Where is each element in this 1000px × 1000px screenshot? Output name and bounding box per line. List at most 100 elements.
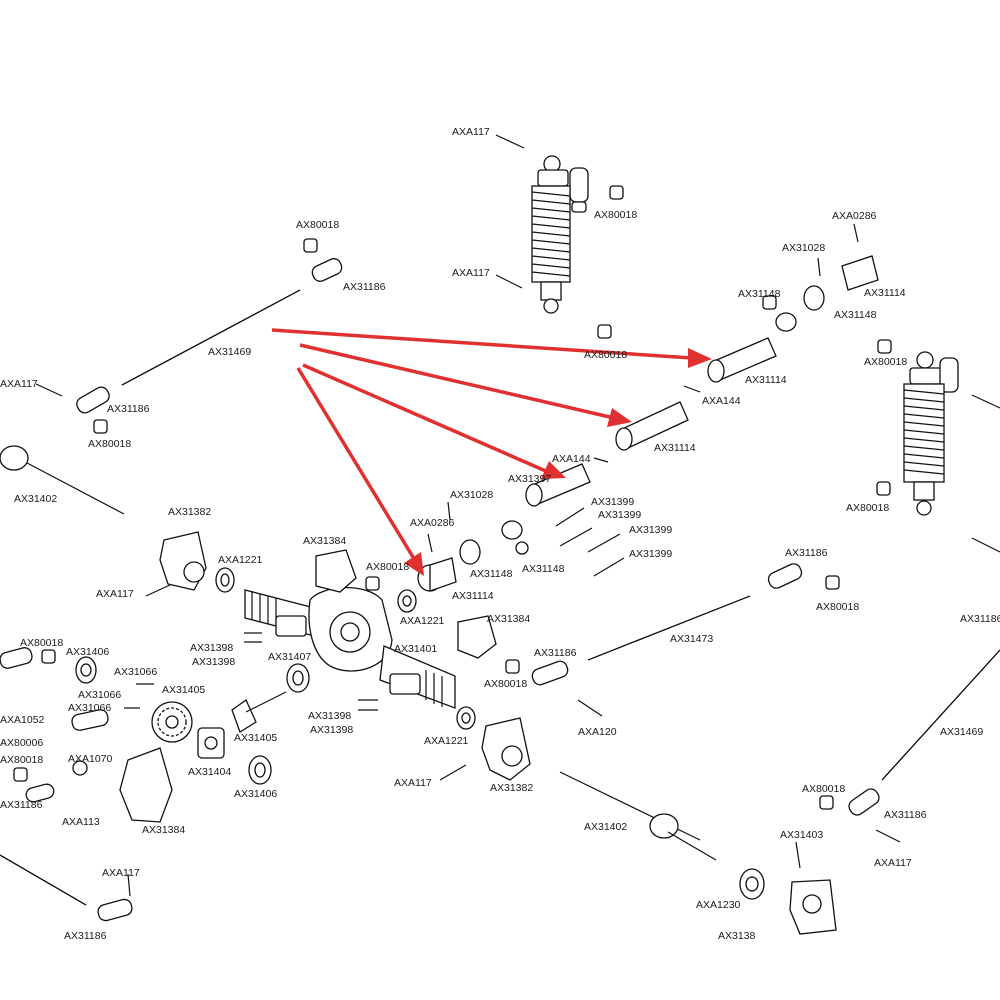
part-label: AX31398 <box>310 724 353 736</box>
arrow-head-splined-shaft <box>607 408 632 427</box>
part-label: AXA113 <box>62 816 100 828</box>
part-label: AXA1070 <box>68 753 113 765</box>
knuckles-and-brackets <box>119 531 837 935</box>
part-label: AX31028 <box>450 489 493 501</box>
part-label: AXA117 <box>102 867 140 879</box>
part-label: AX31028 <box>782 242 825 254</box>
part-label: AX31405 <box>234 732 277 744</box>
arrow-to-splined-shaft <box>299 343 615 420</box>
part-label: AX31399 <box>598 509 641 521</box>
part-label: AXA1052 <box>0 714 45 726</box>
part-label: AX80018 <box>20 637 63 649</box>
part-label: AX31114 <box>745 374 787 386</box>
part-label: AXA0286 <box>832 210 877 222</box>
part-label: AX31186 <box>343 281 386 293</box>
part-label: AX31114 <box>452 590 494 602</box>
part-label: AX31066 <box>78 689 121 701</box>
shock-absorber-top <box>495 134 589 314</box>
parts-drawing <box>0 134 1000 935</box>
part-label: AX31397 <box>508 473 551 485</box>
part-label: AXA1221 <box>218 554 263 566</box>
axle-housing <box>244 586 456 709</box>
part-label: AX31473 <box>670 633 713 645</box>
arrow-to-tube-upper <box>271 328 693 360</box>
callout-arrows <box>271 328 712 576</box>
part-label: AX31384 <box>303 535 346 547</box>
part-label: AX31186 <box>107 403 150 415</box>
part-label: AX31148 <box>738 288 781 300</box>
part-label: AX31404 <box>188 766 231 778</box>
part-label: AX3138 <box>718 930 756 942</box>
arrow-to-bushing <box>296 367 418 563</box>
part-label: AXA117 <box>394 777 432 789</box>
part-label: AXA117 <box>452 267 490 279</box>
part-label: AX31186 <box>0 799 43 811</box>
part-label: AX31186 <box>960 613 1000 625</box>
part-label: AX31186 <box>884 809 927 821</box>
part-label: AX31407 <box>268 651 311 663</box>
part-label: AX80018 <box>594 209 637 221</box>
part-label: AX31399 <box>629 548 672 560</box>
part-label: AX31469 <box>208 346 251 358</box>
part-label: AX31384 <box>487 613 530 625</box>
part-label: AX31066 <box>68 702 111 714</box>
part-label: AXA0286 <box>410 517 455 529</box>
screws <box>35 223 901 897</box>
part-label: AX31403 <box>780 829 823 841</box>
part-label: AXA1221 <box>424 735 469 747</box>
part-label: AXA120 <box>578 726 617 738</box>
part-label: AX31406 <box>66 646 109 658</box>
arrow-to-tube-lower <box>302 363 549 474</box>
part-label: AX80018 <box>584 349 627 361</box>
part-label: AX31148 <box>522 563 565 575</box>
part-label: AX31382 <box>168 506 211 518</box>
part-label: AX31405 <box>162 684 205 696</box>
rod-ends <box>0 258 880 922</box>
part-label: AX80018 <box>296 219 339 231</box>
part-label: AX31114 <box>654 442 696 454</box>
link-rods <box>0 289 1000 906</box>
gears <box>71 691 287 759</box>
part-label: AX31399 <box>591 496 634 508</box>
arrow-head-tube-upper <box>688 348 712 368</box>
part-label: AX80018 <box>484 678 527 690</box>
part-label: AXA117 <box>452 126 490 138</box>
part-label: AXA1221 <box>400 615 445 627</box>
part-label: AX31406 <box>234 788 277 800</box>
part-label: AX80018 <box>846 502 889 514</box>
part-label: AXA144 <box>702 395 741 407</box>
part-label: AX31384 <box>142 824 185 836</box>
shock-absorber-right <box>903 351 1000 553</box>
arrow-head-tube-lower <box>541 461 566 479</box>
part-label: AX31186 <box>785 547 828 559</box>
part-label: AXA117 <box>874 857 912 869</box>
part-label: AX80018 <box>88 438 131 450</box>
part-label: AX31398 <box>190 642 233 654</box>
part-label: AX31148 <box>470 568 513 580</box>
part-label: AX31469 <box>940 726 983 738</box>
part-label: AX31186 <box>64 930 107 942</box>
part-label: AX80006 <box>0 737 43 749</box>
part-label: AX80018 <box>802 783 845 795</box>
driveshaft-parts <box>417 255 879 592</box>
bearings <box>72 567 765 900</box>
part-labels: AXA117 AX80018 AX80018 AX31186 AXA117 AX… <box>0 126 1000 942</box>
part-label: AX80018 <box>366 561 409 573</box>
part-label: AXA117 <box>0 378 38 390</box>
part-label: AX80018 <box>0 754 43 766</box>
bushings <box>13 185 892 810</box>
part-label: AX31402 <box>584 821 627 833</box>
part-label: AX31398 <box>192 656 235 668</box>
part-label: AX31186 <box>534 647 577 659</box>
part-label: AX31114 <box>864 287 906 299</box>
part-label: AXA1230 <box>696 899 741 911</box>
part-label: AX31402 <box>14 493 57 505</box>
cv-driveshafts <box>0 445 717 861</box>
part-label: AX31066 <box>114 666 157 678</box>
part-label: AXA117 <box>96 588 134 600</box>
part-label: AX31401 <box>394 643 437 655</box>
part-label: AXA144 <box>552 453 591 465</box>
arrow-head-bushing <box>404 552 424 576</box>
part-label: AX31399 <box>629 524 672 536</box>
